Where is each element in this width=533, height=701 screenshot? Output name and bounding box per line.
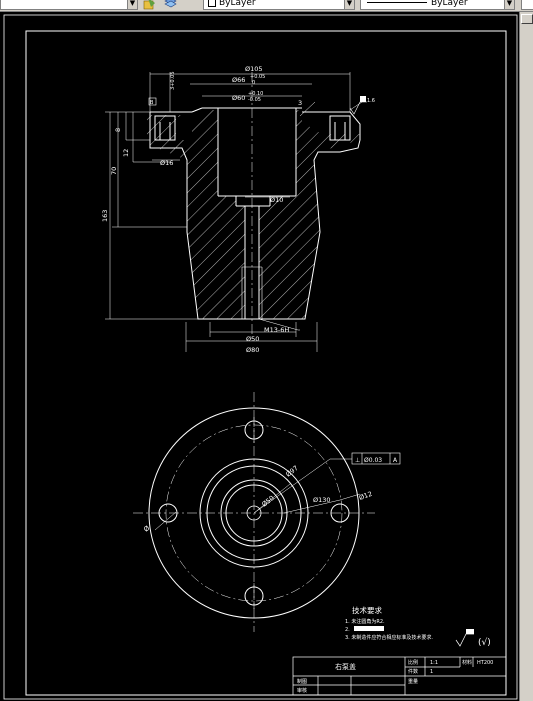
roughness-check-icon [455, 633, 474, 647]
dim-d66: Ø66 [232, 76, 245, 84]
notes-line3: 3. 未制造件应符合相应标准及技术要求. [345, 634, 433, 641]
finish-symbol-text: (√) [478, 637, 491, 648]
title-block: 右泵盖 比例 1:1 材料 HT200 件数 1 制图 审核 重量 [292, 656, 507, 696]
part-name: 右泵盖 [335, 662, 356, 671]
dim-h70: 70 [110, 167, 118, 175]
dim-d97: Ø97 [284, 464, 299, 479]
chevron-down-icon[interactable]: ▼ [504, 0, 514, 9]
lineweight-dropdown[interactable]: ByLayer ▼ [360, 0, 515, 10]
svg-text:-0.05: -0.05 [248, 97, 261, 103]
notes-line2: 2. [345, 627, 350, 633]
weight-label: 重量 [408, 678, 418, 685]
surface-finish-symbol: (√) [455, 629, 491, 648]
drawing-frame-inner [25, 30, 507, 696]
color-swatch [208, 0, 216, 7]
layer-states-icon[interactable] [143, 0, 157, 10]
chevron-down-icon[interactable]: ▼ [127, 0, 137, 9]
dim-chamfer: 3 [298, 99, 302, 107]
scroll-up-button[interactable] [521, 14, 533, 24]
svg-text:Ø: Ø [142, 524, 151, 533]
dim-thread: M13-6H [264, 326, 289, 334]
dim-pv-d50: Ø50 [260, 494, 275, 509]
tolerance-symbol: ⊥ [355, 457, 360, 464]
material-value: HT200 [477, 660, 493, 666]
dim-roughness: 1.6 [367, 98, 375, 104]
dim-d66-tol: +0.05 [250, 74, 265, 80]
linetype-dropdown[interactable]: ByLayer ▼ [203, 0, 355, 10]
scale-label: 比例 [408, 659, 418, 666]
notes-line1: 1. 未注圆角为R2. [345, 618, 385, 625]
datum-box [148, 97, 157, 106]
layer-previous-icon[interactable] [163, 0, 177, 10]
tolerance-value: Ø0.03 [364, 457, 382, 464]
datum-label: B [150, 100, 154, 106]
dim-h8: 8 [114, 128, 122, 132]
linetype-value: ByLayer [219, 0, 256, 8]
properties-toolbar: ▼ ByLayer ▼ ByLayer ▼ [0, 0, 533, 12]
dim-top-tol: 3+0.05 [170, 71, 176, 90]
vertical-scrollbar[interactable] [519, 12, 533, 701]
tolerance-frame [351, 452, 401, 465]
dim-d12: Ø12 [358, 490, 373, 502]
section-view: Ø105 Ø66 +0.05 0 Ø60 +0.10 -0.05 3 1.6 8… [101, 65, 375, 354]
chevron-down-icon[interactable]: ▼ [344, 0, 354, 9]
technical-notes: 技术要求 1. 未注圆角为R2. 2. 3. 未制造件应符合相应标准及技术要求. [345, 605, 433, 641]
qty-label: 件数 [408, 668, 418, 675]
drawn-label: 制图 [297, 678, 307, 685]
line-sample [367, 2, 427, 3]
lineweight-value: ByLayer [431, 0, 468, 8]
dim-d130: Ø130 [313, 496, 331, 504]
dim-h12: 12 [122, 149, 130, 157]
dim-d80: Ø80 [246, 346, 259, 354]
dim-d60: Ø60 [232, 94, 245, 102]
scale-value: 1:1 [430, 660, 438, 666]
layer-dropdown[interactable]: ▼ [0, 0, 138, 10]
svg-text:0: 0 [252, 80, 255, 86]
notes-title: 技术要求 [352, 605, 382, 615]
drawing-frame-outer [3, 14, 518, 700]
dim-h163: 163 [101, 210, 109, 222]
qty-value: 1 [430, 669, 433, 675]
plotstyle-dropdown[interactable] [521, 0, 533, 10]
material-label: 材料 [462, 659, 472, 666]
dim-d16: Ø16 [160, 159, 173, 167]
dim-d10: Ø10 [270, 196, 283, 204]
dim-d50: Ø50 [246, 335, 259, 343]
checked-label: 审核 [297, 687, 307, 694]
dim-d60-tol: +0.10 [248, 91, 263, 97]
drawing-canvas[interactable]: Ø105 Ø66 +0.05 0 Ø60 +0.10 -0.05 3 1.6 8… [0, 12, 519, 701]
dim-d105: Ø105 [245, 65, 263, 73]
plan-view [133, 392, 401, 632]
tolerance-datum: A [393, 457, 398, 464]
